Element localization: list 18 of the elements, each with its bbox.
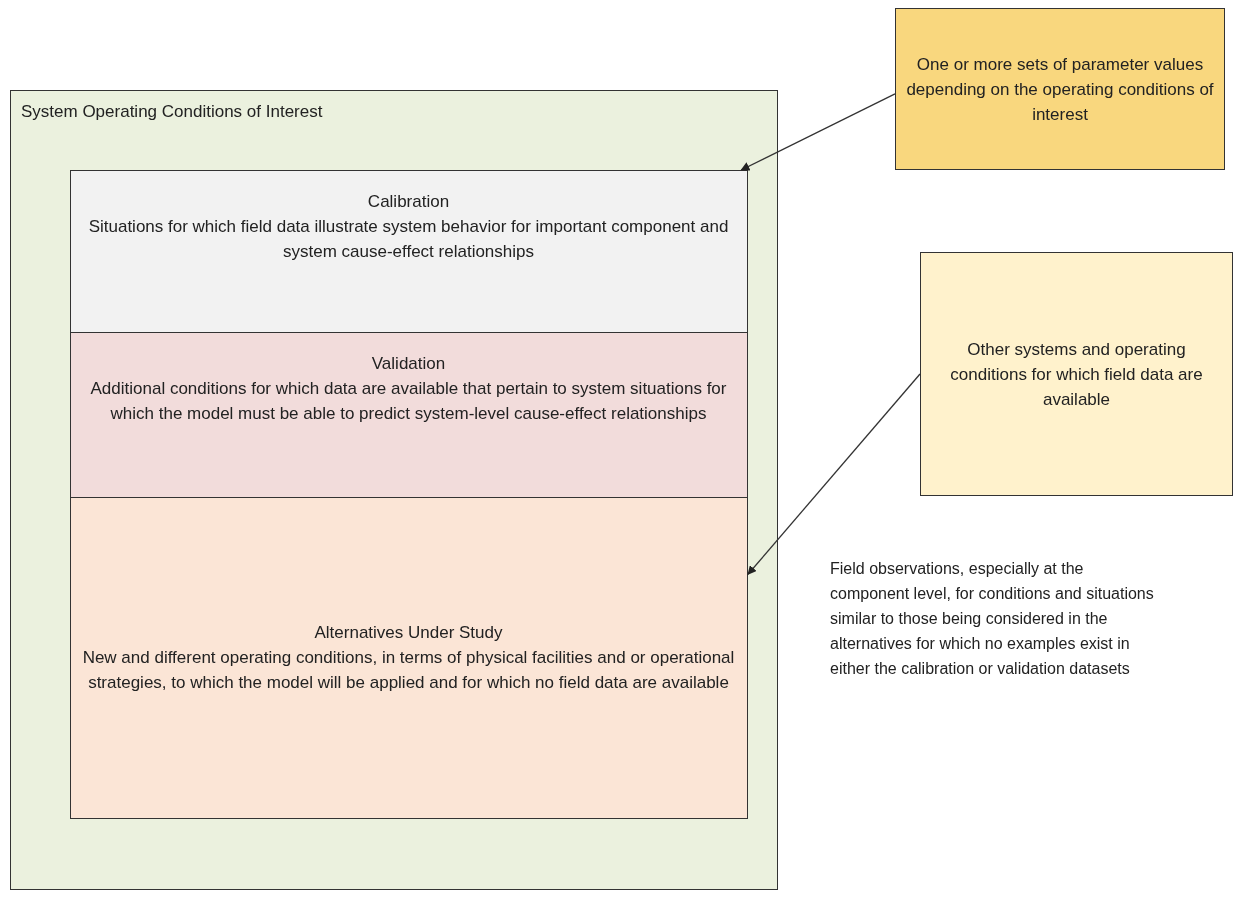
box-body: New and different operating conditions, in terms of physical facilities and or operational strategies, to which the model will be applied and for which no field data are available [81,647,736,694]
note-text: Other systems and operating conditions for which field data are available [949,338,1204,411]
arrow [747,373,921,575]
group-box [10,90,778,890]
arrow [740,93,896,171]
group-title: System Operating Conditions of Interest [21,101,323,123]
box-body: Situations for which field data illustrate system behavior for important component and system cause-effect relationships [87,215,730,263]
note-box [920,252,1233,496]
note-text: One or more sets of parameter values depending on the operating conditions of interest [906,53,1214,126]
process-box [69,169,748,333]
box-body: Additional conditions for which data are available that pertain to system situations for which the model must be able to predict system-level cause-effect relationships [89,377,728,425]
note-box [895,8,1225,170]
box-heading: Calibration [367,190,450,213]
box-heading: Validation [371,352,446,375]
box-heading: Alternatives Under Study [314,622,503,644]
process-box [69,331,748,498]
annotation-text: Field observations, especially at the component level, for conditions and situations similar to those being considered in the alternatives for which no examples exist in either the calibration or validation datasets [830,559,1155,679]
process-box [69,496,748,819]
